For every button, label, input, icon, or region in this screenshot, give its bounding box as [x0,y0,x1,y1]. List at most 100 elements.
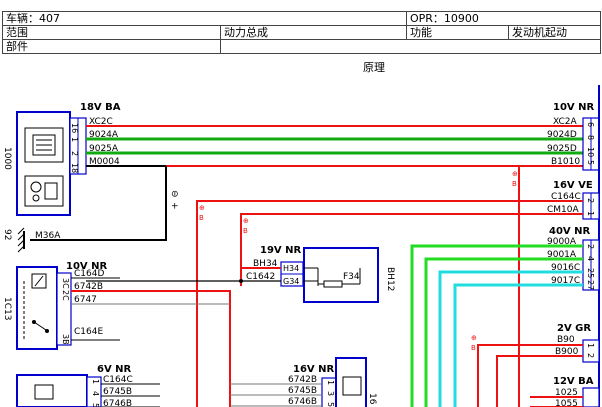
edge-label-mid: 1C13 [2,297,12,320]
wire-label-9024a: 9024A [89,130,119,140]
wire-cm10a [240,213,583,286]
connector-10v-right-title: 10V NR [553,102,595,113]
header-table: 车辆：407 OPR：10900 范围 动力总成 功能 发动机起动 部件 [2,11,601,54]
wire-label-6746b-16v: 6746B [288,397,317,407]
wire-label-b1010: B1010 [551,157,580,167]
pin-2v-a: 1 [586,343,595,348]
connector-19v-nr: 19V NR H34 G34 F34 [260,245,379,303]
pin-16vve-a: 2 [586,198,595,203]
ecu-sensor-frame [24,175,64,207]
pin-18v-c: 2 [70,151,79,156]
wire-label-1025: 1025 [555,388,578,398]
pin-18v-a: 16 [70,123,79,133]
pin-10vl-b: 2C [61,290,70,301]
connector-12v-title: 12V BA [553,376,594,387]
wire-label-9017c: 9017C [551,276,580,286]
connector-16v-nr-bottom: 16V NR 1 3 5 [293,357,367,407]
pin-18v-b: 1 [70,137,79,142]
pin-40v-d: 27 [586,280,595,290]
ecu-chip-icon [32,134,56,156]
edge-label-mid2: 92 [2,229,12,240]
pin-6v-a: 1 [91,379,100,384]
parts-value [220,39,601,54]
plus-marker-b: ⊕ [243,217,249,225]
minus-sign: ⊖ [169,190,179,198]
wire-label-6742b: 6742B [74,282,103,292]
wire-6742b [71,290,231,407]
plus-marker-c: ⊕ [512,170,518,178]
connector-18v-ba: 18V BA 16 1 2 18 [69,102,121,175]
ecu-component [16,111,71,216]
pin-10vl-c: 3B [61,334,70,345]
wire-label-9001a: 9001A [547,250,577,260]
edge-label-bottom: 16 [367,393,377,405]
connector-40v-title: 40V NR [549,226,591,237]
plus-sign-ground: + [169,202,179,210]
module-chip-icon [342,376,362,396]
wire-label-cm10a: CM10A [547,205,580,215]
pin-6v-c: 5 [91,403,100,407]
wire-label-6745b-16v: 6745B [288,386,317,396]
pin-18v-d: 18 [70,163,79,173]
pin-40v-b: 4 [586,256,595,261]
wire-label-9024d: 9024D [547,130,577,140]
pin-10vr-a: 6 [586,122,595,127]
connector-10v-left: 10V NR 3C 2C 3B [56,261,108,346]
pin-10vr-d: 5 [586,160,595,165]
wire-9000a [410,244,583,407]
wire-label-9000a: 9000A [547,237,577,247]
wire-label-c164e: C164E [74,327,103,337]
function-label: 功能 [406,25,509,40]
pin-10vr-b: 8 [586,135,595,140]
connector-16v-ve: 16V VE 2 1 [553,180,600,220]
wire-label-b900: B900 [555,347,579,357]
relay-marker-c: B [512,180,517,188]
connector-6v-title: 6V NR [97,364,132,375]
parts-label: 部件 [2,39,221,54]
connector-16v-ve-title: 16V VE [553,180,593,191]
wire-label-c164c-6v: C164C [103,375,133,385]
fuse-box-outline [303,247,379,303]
relay-outline [16,266,58,350]
relay-marker-b: B [243,227,248,235]
wire-label-m0004: M0004 [89,157,120,167]
pin-16vb-a: 1 [326,380,335,385]
connector-16v-bottom-title: 16V NR [293,364,335,375]
relay-marker-a: B [199,214,204,222]
pin-10vr-c: 10 [586,147,595,157]
wire-label-6745b-6v: 6745B [103,387,132,397]
switch-contact-icon [33,321,47,331]
wire-9016c [438,270,583,407]
wire-9017c [453,283,583,407]
diagram-caption: 原理 [363,61,385,74]
plus-marker-a: ⊕ [199,204,205,212]
relay-marker-d: B [471,344,476,352]
ground-symbol [17,227,25,253]
wire-label-9016c: 9016C [551,263,580,273]
pin-40v-c: 25 [586,268,595,278]
ground-label: M36A [35,231,61,241]
wire-label-b90: B90 [557,335,575,345]
wire-ground [30,166,167,241]
pin-19v-a: H34 [283,264,299,273]
pin-6v-b: 4 [91,391,100,396]
wire-label-9025a: 9025A [89,144,119,154]
gauge-icon [30,181,42,193]
ecu-chip-frame [24,127,64,163]
pin-19v-b: G34 [283,277,299,286]
wire-label-6747: 6747 [74,295,97,305]
connector-18v-title: 18V BA [80,102,121,113]
wire-label-xc2a: XC2A [553,117,578,127]
wire-label-9025d: 9025D [547,144,577,154]
wire-label-bh34: BH34 [253,259,278,269]
connector-19v-title: 19V NR [260,245,302,256]
wire-label-xc2c: XC2C [89,117,113,127]
wire-c164c [196,200,583,407]
fuse-label: F34 [343,272,360,282]
connector-2v-gr: 2V GR 1 2 [557,323,600,363]
connector-10v-left-title: 10V NR [66,261,108,272]
wire-9001a [424,257,583,407]
pin-16vve-b: 1 [586,211,595,216]
pin-2v-b: 2 [586,353,595,358]
